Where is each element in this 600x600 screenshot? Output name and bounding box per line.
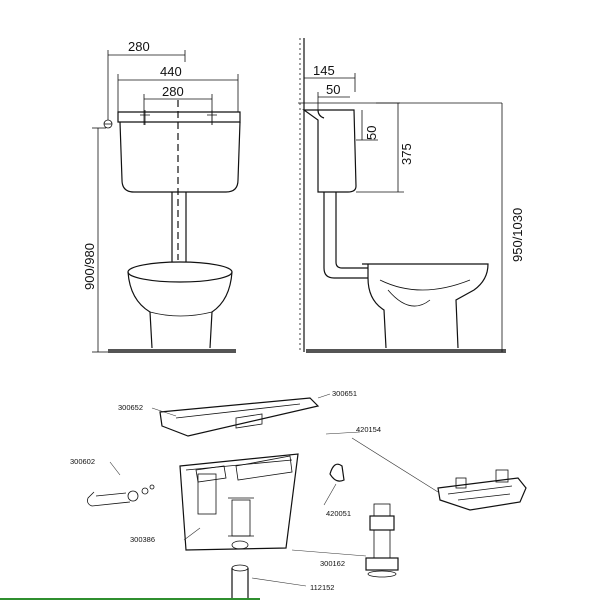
label-420051: 420051 — [326, 509, 351, 518]
dim-145: 145 — [313, 63, 335, 78]
lid-shape — [159, 397, 320, 437]
dim-50-vertical: 50 — [364, 126, 379, 140]
dim-280-top: 280 — [128, 39, 150, 54]
tank-body — [179, 453, 299, 551]
label-300651: 300651 — [332, 389, 357, 398]
dim-440: 440 — [160, 64, 182, 79]
label-300652: 300652 — [118, 403, 143, 412]
dim-375: 375 — [399, 143, 414, 165]
label-300162: 300162 — [320, 559, 345, 568]
dim-950-1030: 950/1030 — [510, 208, 525, 262]
dim-280-inner: 280 — [162, 84, 184, 99]
label-112152: 112152 — [310, 583, 334, 592]
exploded-parts: 300652 300651 300602 420051 420154 — [70, 389, 527, 598]
label-300386: 300386 — [130, 535, 155, 544]
label-300602: 300602 — [70, 457, 95, 466]
side-view: 145 50 50 375 950/1030 — [298, 38, 525, 353]
dim-900-980: 900/980 — [82, 243, 97, 290]
dim-50-horizontal: 50 — [326, 82, 340, 97]
front-view: 280 440 280 900/980 — [82, 39, 241, 353]
label-420154: 420154 — [356, 425, 381, 434]
